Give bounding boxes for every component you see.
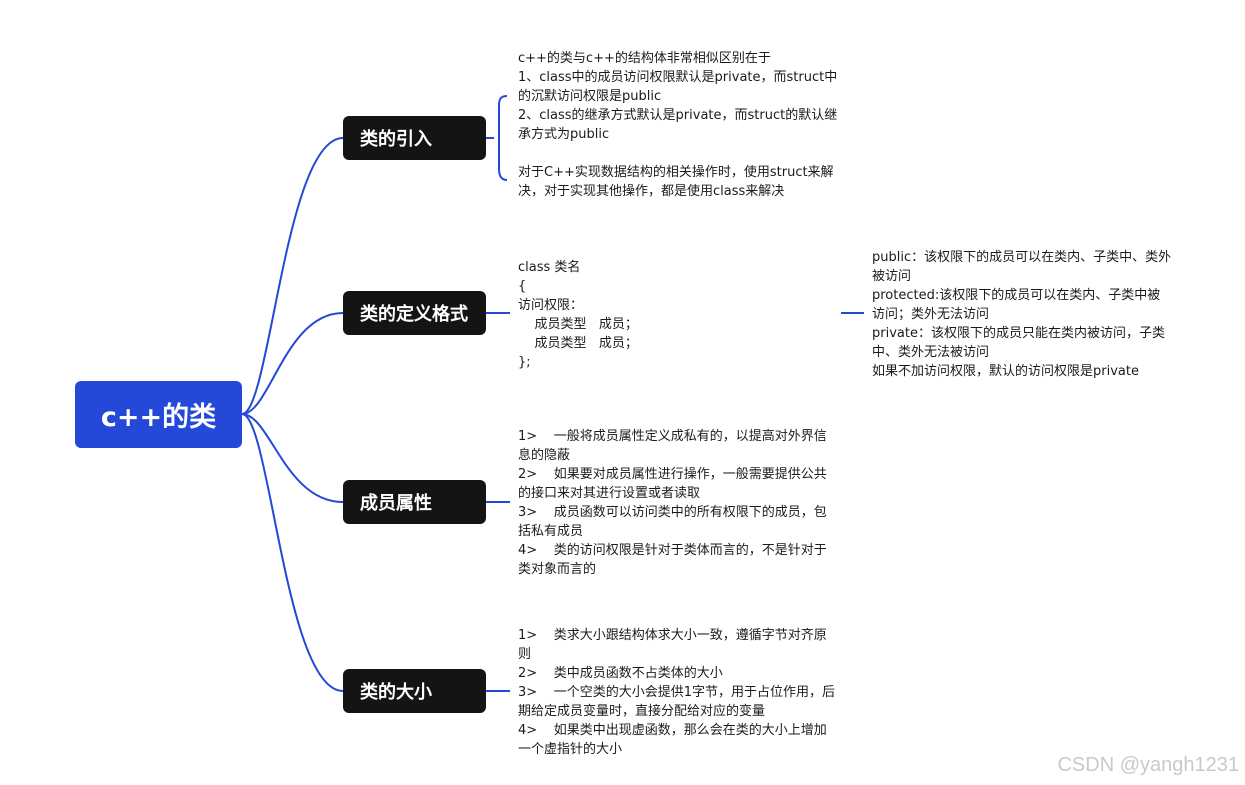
connector-root-to-topic-4 [241, 413, 344, 692]
topic-label: 类的定义格式 [360, 304, 468, 325]
connector-root-to-topic-3 [241, 413, 344, 503]
connector-root-to-topic-2 [241, 312, 344, 415]
topic-node-class-size[interactable]: 类的大小 [343, 669, 486, 713]
note-class-intro: c++的类与c++的结构体非常相似区别在于 1、class中的成员访问权限默认是… [518, 51, 838, 199]
root-node[interactable]: c++的类 [75, 381, 242, 448]
root-node-label: c++的类 [100, 402, 217, 433]
note-class-size: 1> 类求大小跟结构体求大小一致，遵循字节对齐原则 2> 类中成员函数不占类体的… [518, 628, 835, 757]
topic-label: 类的引入 [360, 129, 432, 150]
topic-node-member-attributes[interactable]: 成员属性 [343, 480, 486, 524]
topic-label: 成员属性 [360, 493, 432, 514]
topic-node-class-intro[interactable]: 类的引入 [343, 116, 486, 160]
note-access-levels: public：该权限下的成员可以在类内、子类中、类外被访问 protected:… [872, 250, 1172, 379]
connector-root-to-topic-1 [241, 137, 344, 415]
note-class-definition: class 类名 { 访问权限： 成员类型 成员； 成员类型 成员； }; [518, 260, 638, 370]
bracket-topic-1 [486, 95, 508, 181]
topic-node-class-definition[interactable]: 类的定义格式 [343, 291, 486, 335]
note-member-attributes: 1> 一般将成员属性定义成私有的，以提高对外界信息的隐蔽 2> 如果要对成员属性… [518, 429, 827, 577]
topic-label: 类的大小 [360, 682, 432, 703]
watermark: CSDN @yangh1231 [1057, 754, 1239, 776]
